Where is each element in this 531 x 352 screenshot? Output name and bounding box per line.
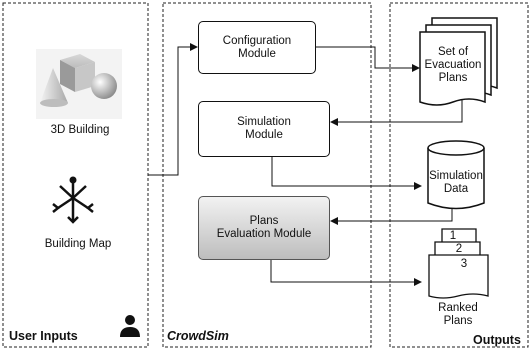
evacuation-plans-label: Set of Evacuation Plans — [424, 46, 482, 84]
simulation-module-label: Simulation Module — [237, 116, 291, 141]
evacuation-plans-document-stack — [419, 17, 498, 106]
simulation-data-label: Simulation Data — [429, 170, 483, 195]
panel-title-crowdsim: CrowdSim — [167, 329, 229, 343]
simulation-data-cylinder — [427, 140, 485, 210]
label-3d-building: 3D Building — [50, 124, 110, 136]
3d-shapes-icon — [36, 49, 122, 119]
ranked-page-number-3: 3 — [460, 258, 468, 270]
connector-inputs-to-configuration — [148, 43, 198, 176]
configuration-module-label: Configuration Module — [222, 34, 292, 60]
plans-evaluation-module: Plans Evaluation Module — [198, 196, 330, 260]
plans-evaluation-module-label: Plans Evaluation Module — [216, 215, 312, 240]
connector-configuration-to-plans — [315, 46, 420, 72]
ranked-page-number-2: 2 — [455, 243, 463, 255]
user-icon — [120, 315, 140, 337]
connector-plans-to-simulation — [330, 100, 463, 126]
panel-title-user-inputs: User Inputs — [9, 329, 78, 343]
building-map-icon — [52, 176, 94, 224]
ranked-plans-label: Ranked Plans — [438, 302, 478, 327]
ranked-plans-document-stack — [428, 228, 489, 299]
configuration-module: Configuration Module — [198, 21, 316, 74]
connector-evaluation-to-ranked — [270, 260, 422, 286]
simulation-module: Simulation Module — [198, 101, 330, 157]
connector-simulation-to-data — [271, 157, 422, 190]
ranked-page-number-1: 1 — [449, 230, 457, 242]
panel-outputs — [389, 2, 529, 348]
panel-title-outputs: Outputs — [473, 333, 521, 347]
label-building-map: Building Map — [44, 238, 112, 250]
